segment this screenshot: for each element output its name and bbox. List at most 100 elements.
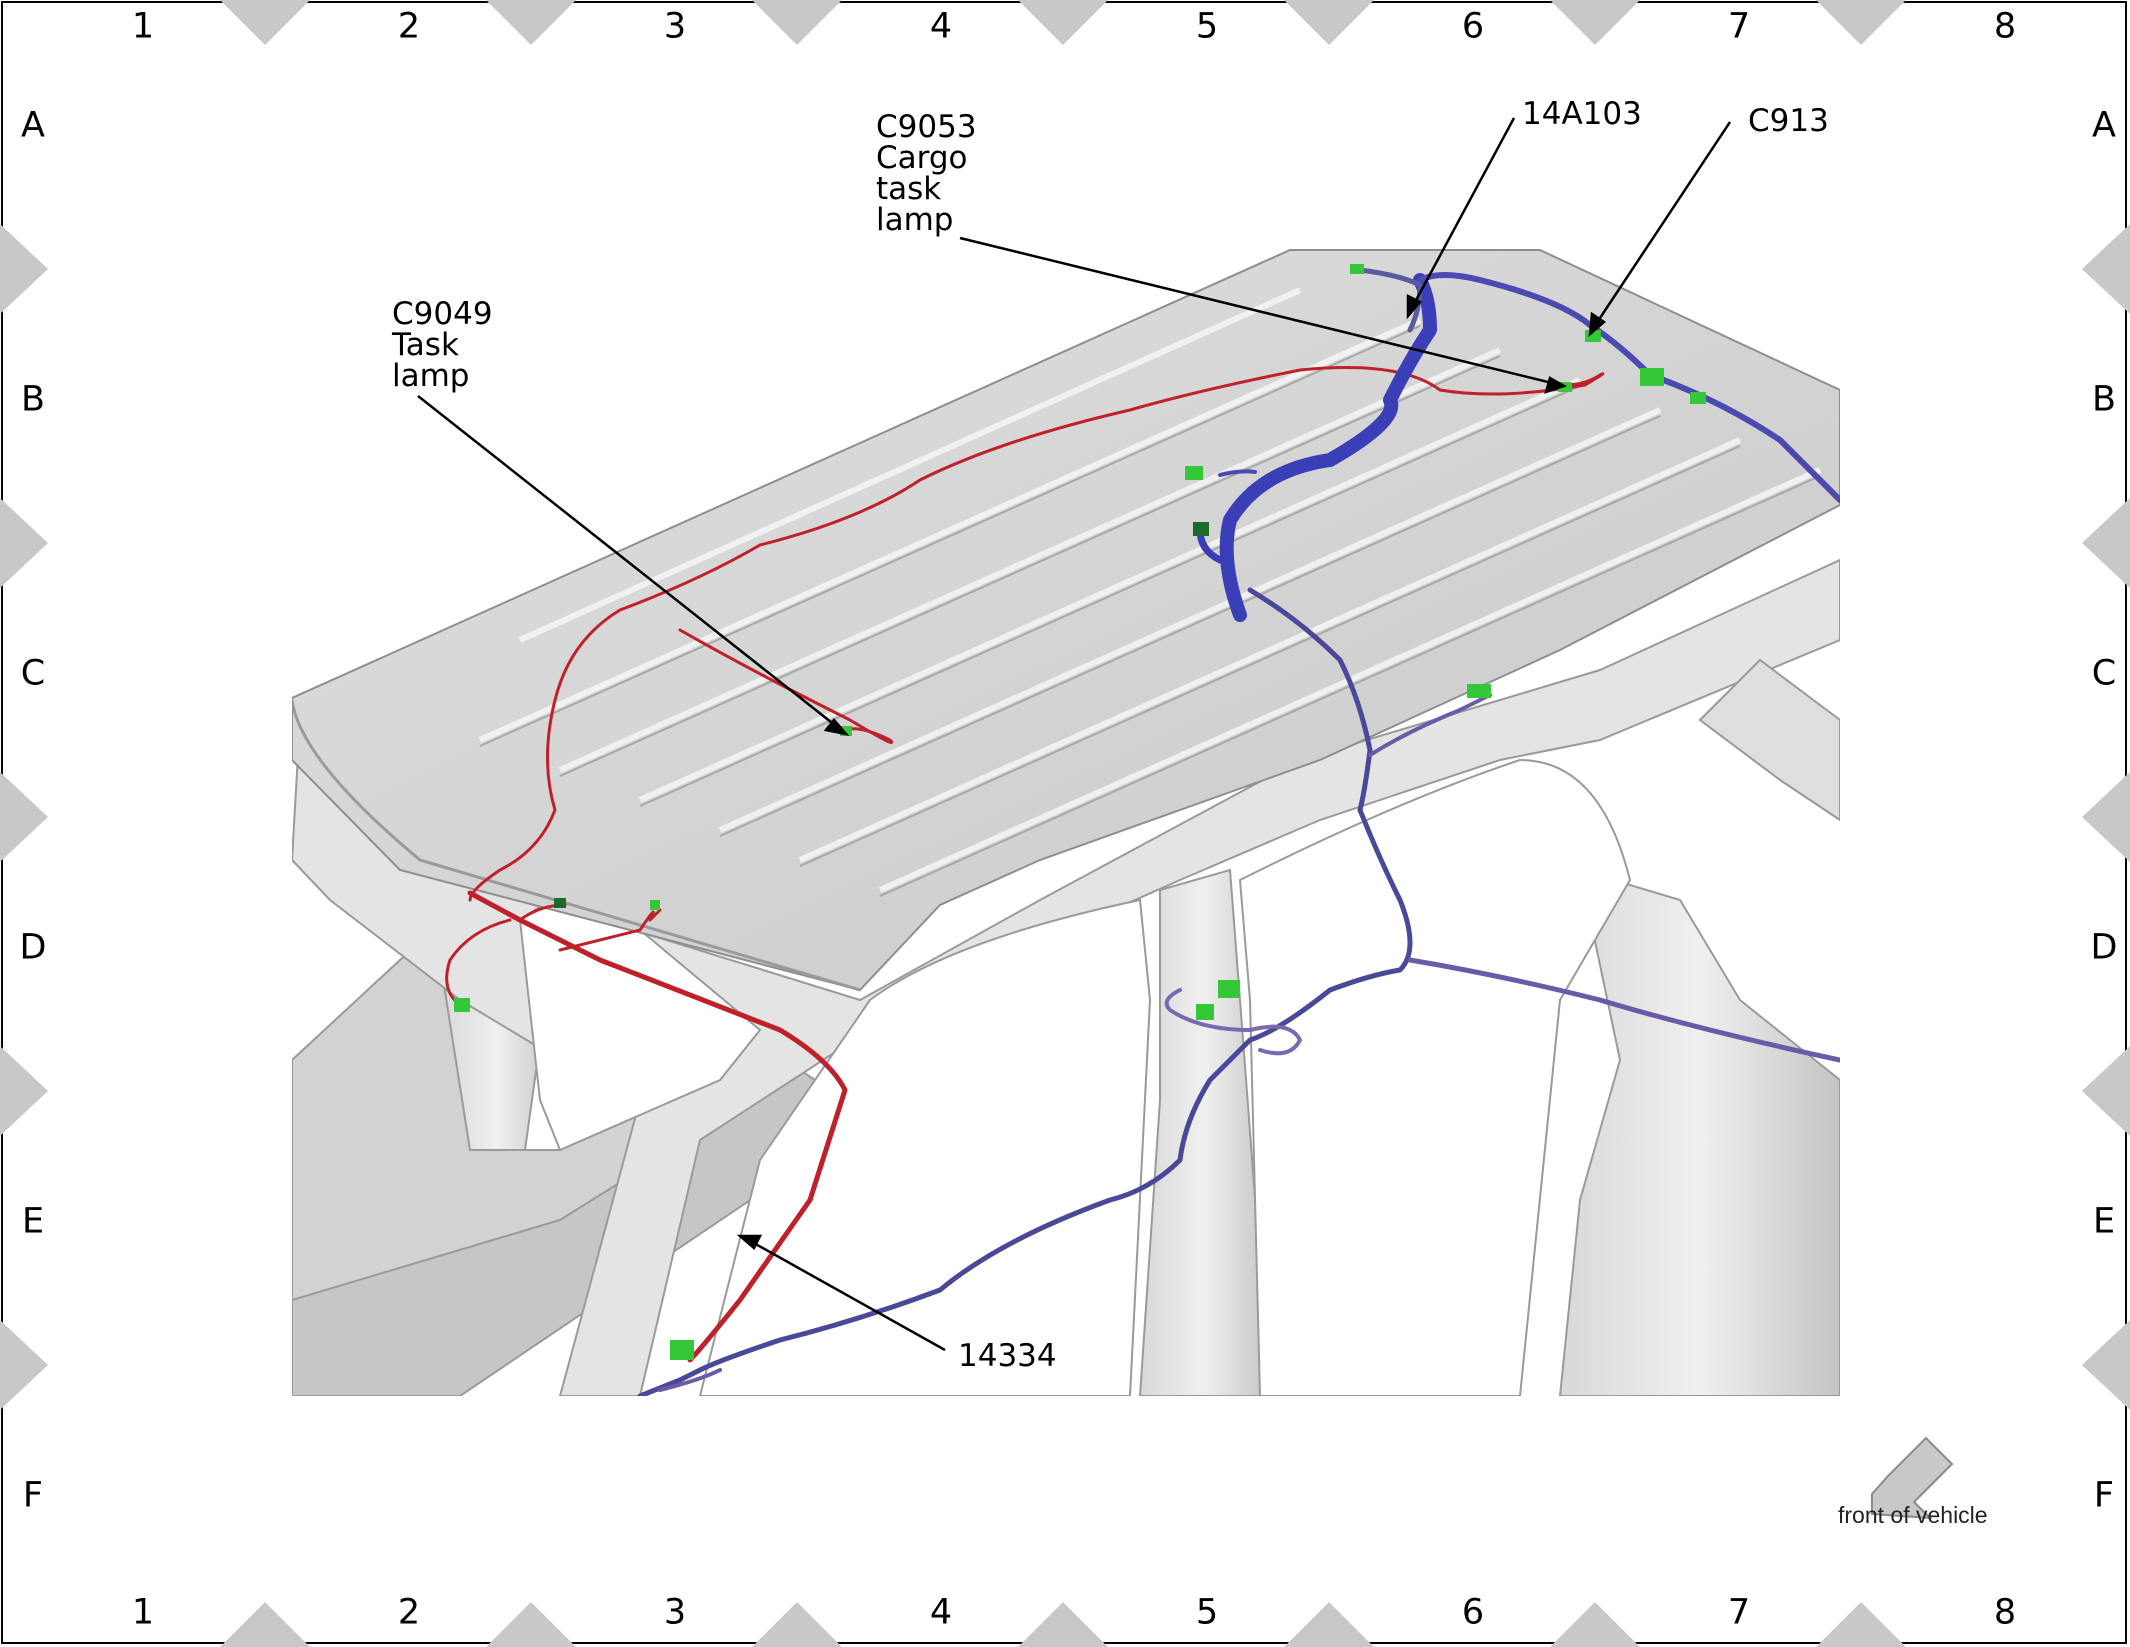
arrowhead-14334 bbox=[736, 1234, 763, 1250]
grid-col-label: 4 bbox=[929, 1592, 953, 1633]
connector bbox=[1218, 980, 1240, 998]
border-diamond bbox=[0, 1320, 48, 1410]
connector bbox=[650, 900, 660, 910]
connector bbox=[1640, 368, 1664, 386]
leader-c9049 bbox=[417, 395, 837, 727]
harness-14a103-lower bbox=[658, 1368, 722, 1392]
harness-14a103-upper bbox=[1417, 272, 1840, 503]
border-diamond bbox=[1550, 1602, 1640, 1647]
callout-14a103: 14A103 bbox=[1522, 96, 1642, 132]
grid-row-label: A bbox=[2092, 105, 2116, 146]
border-diamond bbox=[1284, 1602, 1374, 1647]
harness-14a103 bbox=[637, 267, 1840, 1396]
harness-14a103-trunk bbox=[1219, 273, 1437, 622]
leader-c9053 bbox=[959, 236, 1553, 385]
harness-14a103-sidebranch bbox=[1368, 693, 1492, 757]
callout-c9049-task-lamp: C9049 Task lamp bbox=[392, 296, 493, 394]
harness-14a103-connector-lead bbox=[1218, 469, 1257, 477]
callout-c913: C913 bbox=[1748, 103, 1829, 139]
grid-col-label: 2 bbox=[397, 6, 421, 47]
front-arrow-icon bbox=[1871, 1436, 1954, 1520]
leader-lines bbox=[417, 117, 1732, 1352]
connector bbox=[1193, 522, 1209, 536]
border-diamond bbox=[486, 0, 576, 45]
connector bbox=[1350, 264, 1364, 274]
grid-row-label: E bbox=[21, 1201, 45, 1242]
connector bbox=[554, 898, 566, 908]
grid-row-label: F bbox=[22, 1475, 44, 1516]
connector-c9053 bbox=[1558, 382, 1572, 392]
grid-row-label: C bbox=[2091, 653, 2117, 694]
border-diamond bbox=[1550, 0, 1640, 45]
roof-rib-shadows bbox=[479, 325, 1821, 897]
leader-14a103 bbox=[1412, 117, 1516, 305]
grid-col-label: 5 bbox=[1195, 6, 1219, 47]
border-diamond bbox=[752, 1602, 842, 1647]
arrowhead-c9053 bbox=[1544, 376, 1568, 394]
connector bbox=[1467, 684, 1491, 698]
arrowhead-c913 bbox=[1588, 311, 1607, 337]
roof-ribs bbox=[478, 287, 1822, 893]
connector bbox=[1185, 466, 1203, 480]
harness-14334-cargo-loop bbox=[1563, 372, 1605, 387]
b-pillar bbox=[1138, 868, 1272, 1396]
harness-14a103-front bbox=[1407, 957, 1840, 1063]
border-diamond bbox=[0, 772, 48, 862]
border-diamond bbox=[2082, 224, 2130, 314]
grid-col-label: 8 bbox=[1993, 1592, 2017, 1633]
connector bbox=[1196, 1004, 1214, 1020]
border-diamond bbox=[0, 224, 48, 314]
grid-col-label: 2 bbox=[397, 1592, 421, 1633]
border-diamond bbox=[2082, 772, 2130, 862]
grid-col-label: 3 bbox=[663, 6, 687, 47]
grid-col-label: 8 bbox=[1993, 6, 2017, 47]
connector bbox=[1690, 392, 1706, 404]
harness-14a103-bpillar-loop bbox=[1164, 988, 1302, 1056]
callout-c9053-cargo-task-lamp: C9053 Cargo task lamp bbox=[876, 109, 977, 238]
grid-col-label: 5 bbox=[1195, 1592, 1219, 1633]
harness-14334-drop bbox=[467, 890, 848, 1363]
border-diamond bbox=[2082, 498, 2130, 588]
harness-14334-main bbox=[468, 366, 1587, 902]
border-diamond bbox=[0, 1046, 48, 1136]
border-diamond bbox=[1816, 1602, 1906, 1647]
harness-14334-task-loop bbox=[678, 628, 894, 744]
roof-front-edge bbox=[292, 699, 861, 992]
connector bbox=[670, 1340, 694, 1360]
arrowhead-c9049 bbox=[823, 718, 850, 736]
grid-row-label: E bbox=[2092, 1201, 2116, 1242]
border-diamond bbox=[2082, 1046, 2130, 1136]
grid-row-label: D bbox=[19, 927, 47, 968]
arrowhead-14a103 bbox=[1406, 293, 1422, 320]
front-of-vehicle-label: front of vehicle bbox=[1838, 1502, 1988, 1528]
leader-14334 bbox=[751, 1240, 946, 1352]
a-pillar bbox=[1558, 868, 1840, 1396]
border-diamond bbox=[220, 1602, 310, 1647]
grid-row-label: B bbox=[2091, 379, 2117, 420]
windshield-frame bbox=[1698, 658, 1840, 822]
grid-row-label: C bbox=[20, 653, 46, 694]
border-diamond bbox=[0, 498, 48, 588]
grid-row-label: B bbox=[20, 379, 46, 420]
border-diamond bbox=[1284, 0, 1374, 45]
border-diamond bbox=[486, 1602, 576, 1647]
grid-col-label: 1 bbox=[131, 1592, 155, 1633]
grid-col-label: 1 bbox=[131, 6, 155, 47]
grid-col-label: 6 bbox=[1461, 1592, 1485, 1633]
connectors bbox=[454, 264, 1706, 1360]
harness-14334-branch-c bbox=[558, 908, 662, 952]
grid-col-label: 7 bbox=[1727, 6, 1751, 47]
grid-col-label: 3 bbox=[663, 1592, 687, 1633]
callout-14334: 14334 bbox=[958, 1338, 1057, 1374]
rear-door-opening bbox=[698, 898, 1152, 1396]
border-diamond bbox=[1816, 0, 1906, 45]
grid-row-label: A bbox=[21, 105, 45, 146]
grid-col-label: 7 bbox=[1727, 1592, 1751, 1633]
leader-c913 bbox=[1594, 121, 1732, 325]
connector bbox=[454, 998, 470, 1012]
grid-row-label: F bbox=[2093, 1475, 2115, 1516]
border-diamond bbox=[752, 0, 842, 45]
border-diamond bbox=[220, 0, 310, 45]
